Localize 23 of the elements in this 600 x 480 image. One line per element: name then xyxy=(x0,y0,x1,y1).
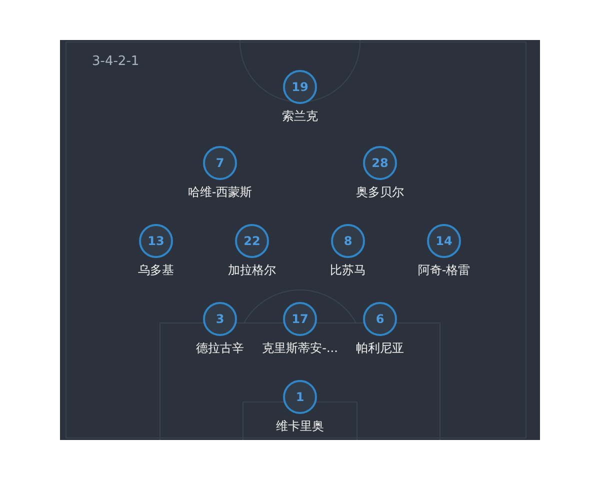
player-name: 哈维-西蒙斯 xyxy=(188,184,252,201)
player-name: 德拉古辛 xyxy=(196,340,244,357)
player-name: 乌多基 xyxy=(138,262,174,279)
jersey-number: 14 xyxy=(427,224,461,258)
player-name: 帕利尼亚 xyxy=(356,340,404,357)
player-name: 阿奇-格雷 xyxy=(418,262,470,279)
player-name: 加拉格尔 xyxy=(228,262,276,279)
jersey-number: 19 xyxy=(283,70,317,104)
player-name: 克里斯蒂安-... xyxy=(262,340,338,357)
jersey-number: 1 xyxy=(283,380,317,414)
player-name: 奥多贝尔 xyxy=(356,184,404,201)
jersey-number: 22 xyxy=(235,224,269,258)
jersey-number: 28 xyxy=(363,146,397,180)
jersey-number: 7 xyxy=(203,146,237,180)
jersey-number: 3 xyxy=(203,302,237,336)
player-name: 维卡里奥 xyxy=(276,418,324,435)
jersey-number: 8 xyxy=(331,224,365,258)
jersey-number: 13 xyxy=(139,224,173,258)
jersey-number: 6 xyxy=(363,302,397,336)
jersey-number: 17 xyxy=(283,302,317,336)
formation-label: 3-4-2-1 xyxy=(92,54,140,69)
player-name: 索兰克 xyxy=(282,108,318,125)
player-name: 比苏马 xyxy=(330,262,366,279)
